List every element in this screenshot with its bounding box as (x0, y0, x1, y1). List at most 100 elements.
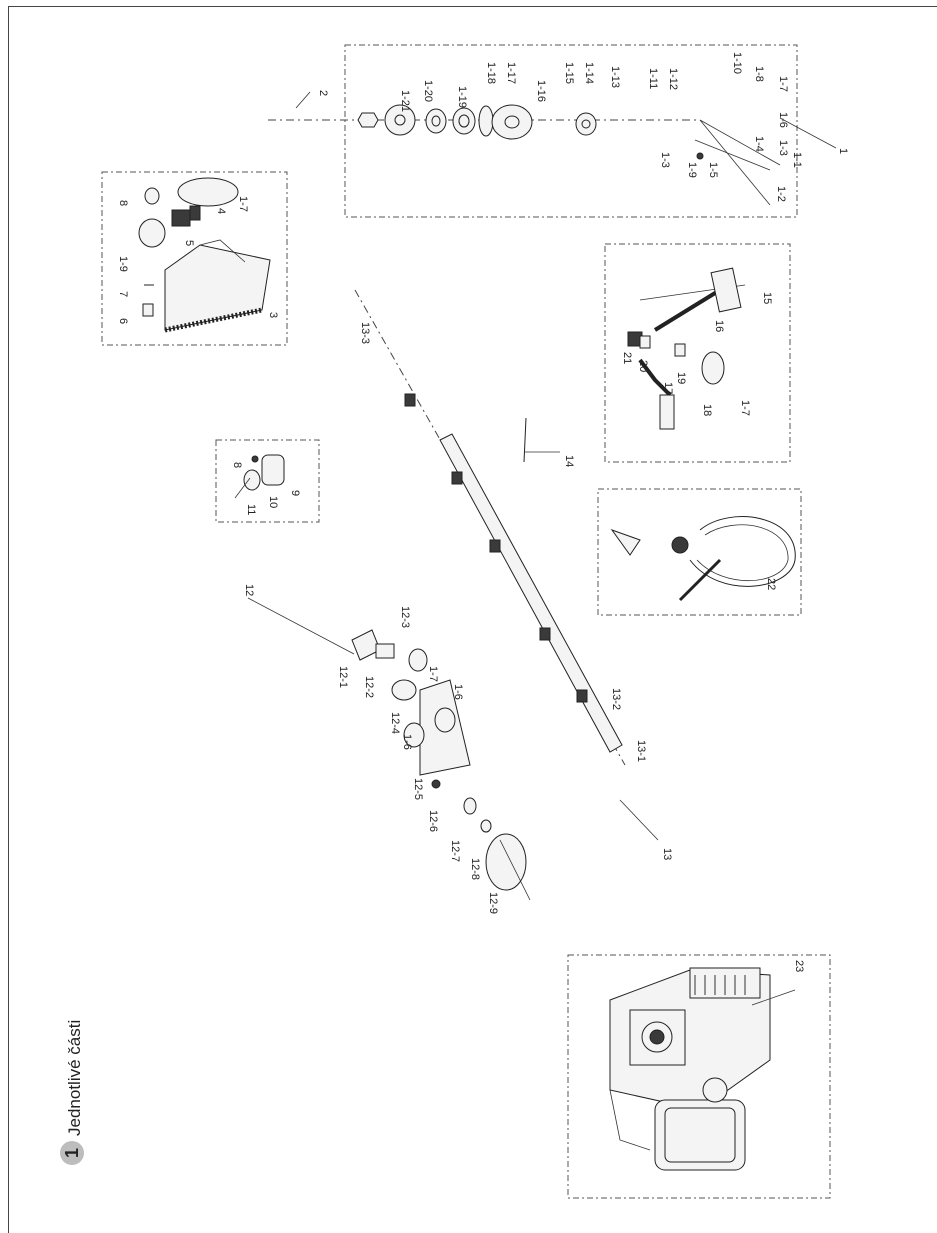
part-washer-8 (144, 187, 160, 205)
label-1-3-lower: 1-3 (659, 152, 671, 168)
label-1-1: 1-1 (791, 152, 803, 168)
part-strap-22 (610, 516, 796, 602)
label-guard-4: 4 (215, 208, 227, 214)
label-1-5: 1-5 (707, 162, 719, 178)
part-decal-1-7 (177, 177, 239, 207)
label-2: 2 (317, 90, 329, 96)
label-1-20: 1-20 (422, 80, 434, 102)
part-6 (142, 303, 154, 317)
label-1-7: 1-7 (777, 76, 789, 92)
part-blade-1-3 (694, 119, 781, 206)
label-guard-8: 8 (117, 200, 129, 206)
label-gear-1-6-left: 1-6 (401, 734, 413, 750)
leader-13 (619, 799, 659, 841)
leader-23 (751, 989, 796, 1006)
label-gear-12-7: 12-7 (449, 840, 461, 862)
label-gear-1-6: 1-6 (452, 684, 464, 700)
page-border-left (8, 6, 9, 1233)
label-handle-17: 17 (662, 382, 674, 394)
part-shaft-bushings (404, 393, 588, 703)
part-gear-housing-12-4-12-5 (391, 679, 471, 776)
part-14 (523, 417, 527, 463)
part-gear-12-1-12-3 (351, 629, 428, 672)
label-engine-23: 23 (793, 960, 805, 972)
label-1-3: 1-3 (777, 140, 789, 156)
section-number-badge (60, 1141, 84, 1165)
part-shaft-13-1 (439, 433, 623, 753)
page-border-top (8, 6, 937, 7)
label-gear-1-7: 1-7 (427, 666, 439, 682)
label-gear-12-5: 12-5 (412, 778, 424, 800)
label-1-9: 1-9 (686, 162, 698, 178)
part-plate-1-9 (138, 218, 166, 248)
label-1-16: 1-16 (535, 80, 547, 102)
label-1-15: 1-15 (563, 62, 575, 84)
leader-12 (247, 597, 355, 655)
part-handle-15-16 (639, 267, 746, 332)
label-13: 13 (661, 848, 673, 860)
part-1-16 (491, 104, 533, 140)
label-13-2: 13-2 (610, 688, 622, 710)
label-handle-20: 20 (637, 360, 649, 372)
part-1-18 (452, 107, 476, 135)
group-box-guard (101, 171, 288, 346)
label-1: 1 (837, 148, 849, 154)
label-1-13: 1-13 (609, 66, 621, 88)
label-gear-12-3: 12-3 (399, 606, 411, 628)
label-guard-1-7: 1-7 (237, 196, 249, 212)
label-1-2: 1-2 (775, 186, 787, 202)
label-gear-12-9: 12-9 (487, 892, 499, 914)
section-title: Jednotlivé části (65, 1020, 84, 1136)
label-1-21: 1-21 (399, 90, 411, 112)
label-1-19: 1-19 (456, 86, 468, 108)
leader-2 (295, 91, 311, 109)
label-handle-16: 16 (713, 320, 725, 332)
section-number: 1 (62, 1148, 82, 1158)
label-1-8: 1-8 (753, 66, 765, 82)
label-1-4: 1-4 (753, 136, 765, 152)
label-guard-1-9: 1-9 (117, 256, 129, 272)
label-small-8: 8 (231, 462, 243, 468)
label-gear-12-1: 12-1 (337, 666, 349, 688)
part-gear-12-6-12-9 (431, 779, 531, 901)
group-box-strap (597, 488, 802, 616)
leader-1 (779, 117, 837, 149)
part-1-19 (425, 108, 447, 134)
label-handle-21: 21 (621, 352, 633, 364)
label-handle-1-7: 1-7 (739, 400, 751, 416)
group-box-handle (604, 243, 791, 463)
group-box-small-parts (215, 439, 320, 523)
label-gear-12-8: 12-8 (469, 858, 481, 880)
label-1-18: 1-18 (485, 62, 497, 84)
label-gear-12-2: 12-2 (363, 676, 375, 698)
label-strap-22: 22 (765, 578, 777, 590)
label-guard-3: 3 (267, 312, 279, 318)
label-1-10: 1-10 (731, 52, 743, 74)
label-13-3: 13-3 (359, 322, 371, 344)
part-washer-1-20 (384, 104, 416, 136)
label-small-11: 11 (245, 504, 257, 515)
label-small-9: 9 (289, 490, 301, 496)
part-engine-23 (609, 967, 771, 1171)
part-clamp-4 (171, 205, 201, 227)
part-handle-17-18 (638, 358, 675, 430)
label-handle-15: 15 (761, 292, 773, 304)
label-guard-7: 7 (117, 291, 129, 297)
label-1-14: 1-14 (583, 62, 595, 84)
label-handle-18: 18 (701, 404, 713, 416)
label-guard-5: 5 (183, 240, 195, 246)
label-guard-6: 6 (117, 318, 129, 324)
part-decal-1-7-handle (701, 351, 725, 385)
part-nut (357, 112, 379, 128)
part-9-10-11 (234, 454, 285, 499)
label-14: 14 (563, 455, 575, 467)
label-1-12: 1-12 (667, 68, 679, 90)
part-guard-3 (164, 239, 271, 333)
label-1-17: 1-17 (505, 62, 517, 84)
label-small-10: 10 (267, 496, 279, 508)
label-gear-12: 12 (243, 584, 255, 596)
label-handle-19: 19 (675, 372, 687, 384)
group-box-1 (344, 44, 798, 218)
